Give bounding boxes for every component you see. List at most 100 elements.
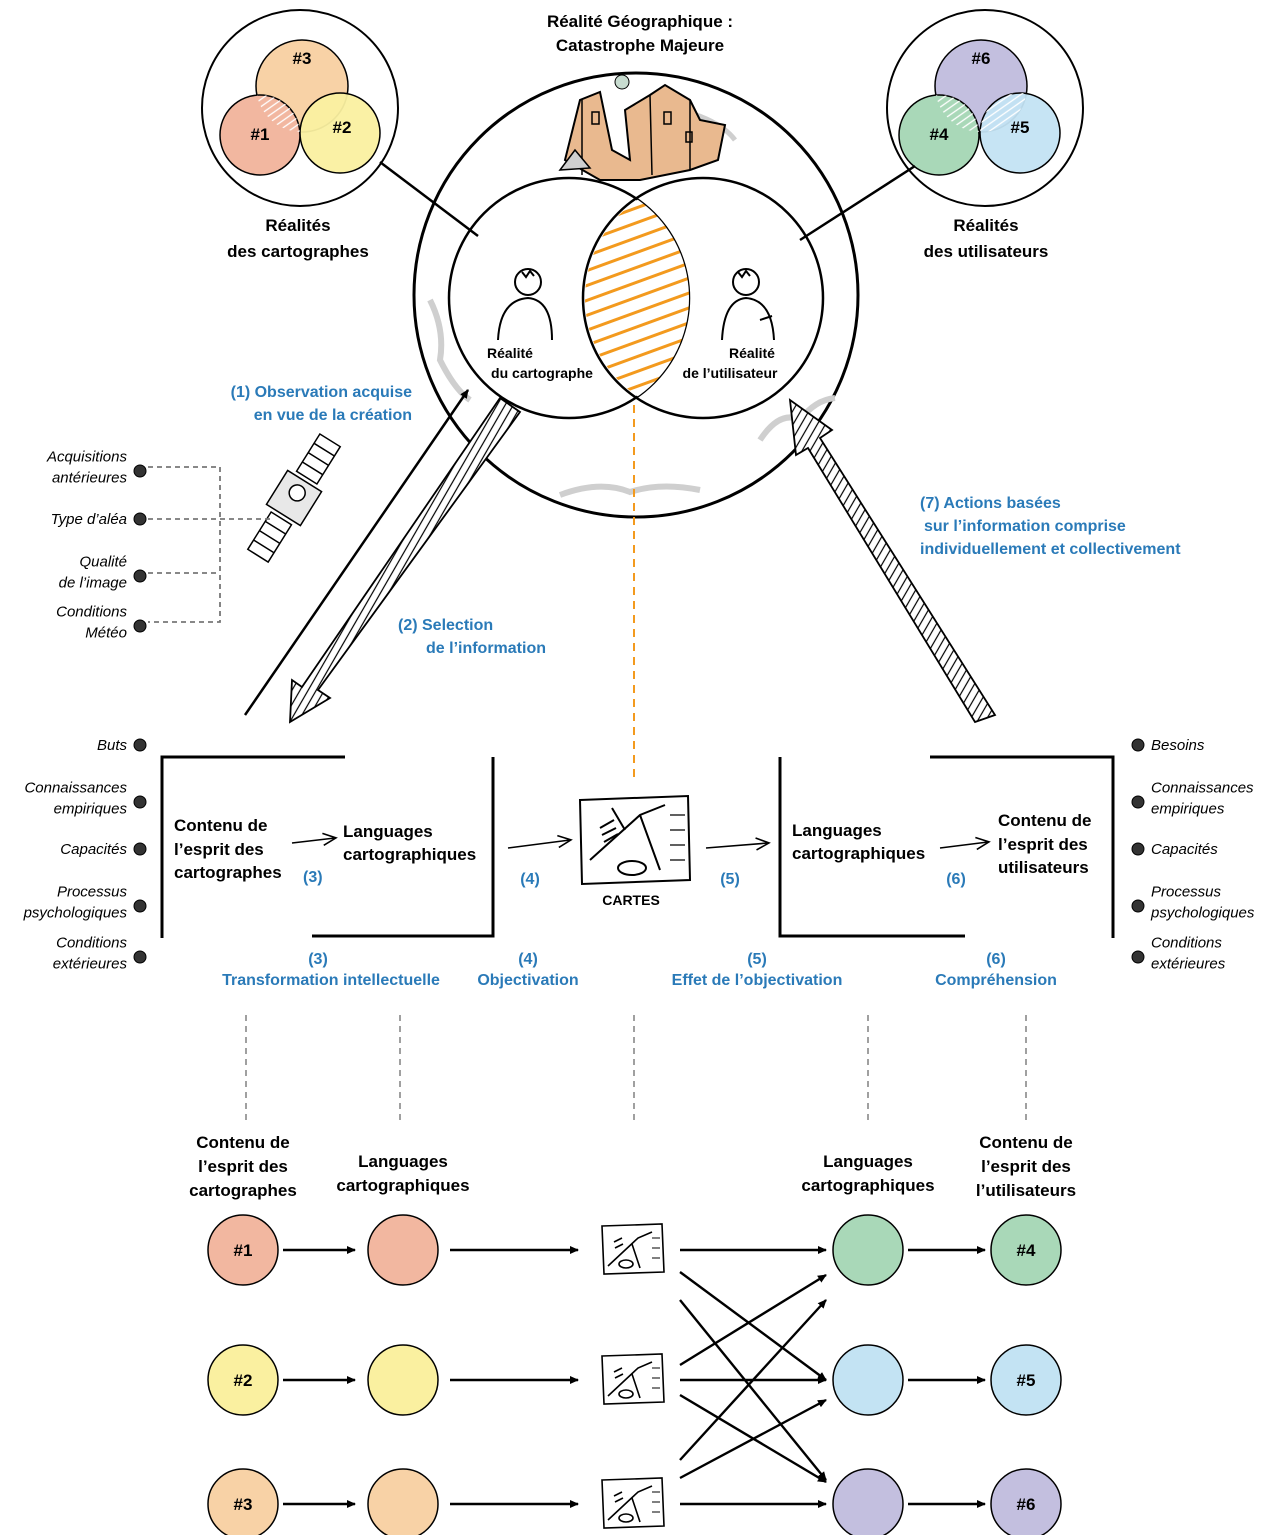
cross-arrow-2-1 [679,1273,827,1367]
user-language-bracket [778,757,965,938]
map-icon [601,1223,665,1275]
cross-arrow-3-1 [679,1299,827,1461]
satellite-factors-bracket [148,466,270,623]
carto-node-2-label: #2 [234,1371,253,1390]
user-factor-3-1: psychologiques [1150,905,1255,922]
map-icon [601,1353,665,1405]
satellite-icon [246,432,342,564]
factor-bullet-icon [133,619,147,633]
users-realities-label-1: Réalités [953,216,1018,235]
user-circle-4-label: #4 [930,125,949,144]
step2-label-2: de l’information [426,640,546,657]
geographic-reality-subtitle: Catastrophe Majeure [556,36,724,55]
step5-num: (5) [747,951,767,968]
user-node-5 [990,1344,1062,1416]
factor-bullet-icon [133,464,147,478]
maps-label: CARTES [602,892,660,908]
reality-user-label-1: Réalité [729,345,775,361]
ruined-building-icon [558,74,727,181]
step7-label-2: sur l’information comprise [924,518,1126,535]
user-circle-5-label: #5 [1011,118,1030,137]
user-node-6-label: #6 [1017,1495,1036,1514]
bottom-col5-label-3: l’utilisateurs [976,1181,1076,1200]
carto-node-3-label: #3 [234,1495,253,1514]
cartographer-factor-1-1: empiriques [54,801,128,818]
person-icon [721,268,775,341]
cartographer-mind-bracket [160,755,345,938]
cartographer-factor-1-0: Connaissances [24,780,127,797]
bottom-col5-label-1: Contenu de [979,1133,1073,1152]
user-factor-4-0: Conditions [1151,935,1222,952]
bottom-col1-label-2: l’esprit des [198,1157,288,1176]
user-factor-2-0: Capacités [1151,841,1218,858]
lang-left-label-2: cartographiques [343,845,476,864]
inline-step3: (3) [303,869,323,886]
carto-circle-2-label: #2 [333,118,352,137]
user-factor-1-1: empiriques [1151,801,1225,818]
bottom-col4-label-2: cartographiques [801,1176,934,1195]
user-node-4 [990,1214,1062,1286]
step3-label: Transformation intellectuelle [222,972,440,989]
step4-num: (4) [518,951,538,968]
carto-language-node-1 [367,1214,439,1286]
shared-reality-overlap [585,180,689,416]
step7-label-3: individuellement et collectivement [920,541,1181,558]
factor-bullet-icon [133,795,147,809]
cross-arrow-1-3 [679,1299,827,1481]
map-icon [578,794,692,886]
carto-circle-1-label: #1 [251,125,270,144]
satellite-factor-2-0: Qualité [79,554,127,571]
step1-label-1: (1) Observation acquise [231,384,412,401]
cartographer-factor-3-0: Processus [57,884,128,901]
observation-arrow [243,389,470,716]
carto-node-1 [207,1214,279,1286]
actions-arrow [788,398,997,724]
carto-node-3 [207,1468,279,1535]
user-mind-label-1: Contenu de [998,811,1092,830]
cartographer-factor-2-0: Capacités [60,841,127,858]
reality-user-label-2: de l’utilisateur [683,365,778,381]
user-factor-0-0: Besoins [1151,737,1205,754]
bottom-col1-label-3: cartographes [189,1181,297,1200]
reality-cartographer-label-2: du cartographe [491,365,593,381]
satellite-factor-0-1: antérieures [52,470,128,487]
factor-bullet-icon [1131,795,1145,809]
step6-num: (6) [986,951,1006,968]
satellite-factor-2-1: de l’image [59,575,127,592]
cross-arrow-1-2 [679,1271,827,1381]
carto-language-node-3 [367,1468,439,1535]
users-realities-label-2: des utilisateurs [924,242,1049,261]
user-factor-3-0: Processus [1151,884,1222,901]
factor-bullet-icon [133,569,147,583]
reality-cartographer-label-1: Réalité [487,345,533,361]
bottom-col4-label-1: Languages [823,1152,913,1171]
selection-arrow [289,396,522,724]
satellite-factor-3-1: Météo [85,625,127,642]
lang-right-label-2: cartographiques [792,844,925,863]
factor-bullet-icon [1131,738,1145,752]
step2-label-1: (2) Selection [398,617,493,634]
user-factor-1-0: Connaissances [1151,780,1254,797]
inline-step5: (5) [720,871,740,888]
factor-bullet-icon [133,738,147,752]
step4-label: Objectivation [477,972,578,989]
map-icon [601,1477,665,1529]
carto-mind-label-2: l’esprit des [174,840,264,859]
user-language-node-1 [832,1214,904,1286]
factor-bullet-icon [133,899,147,913]
user-node-4-label: #4 [1017,1241,1036,1260]
factor-bullet-icon [1131,899,1145,913]
bottom-col5-label-2: l’esprit des [981,1157,1071,1176]
step1-label-2: en vue de la création [254,407,412,424]
cartographic-language-bracket [312,757,495,938]
factor-bullet-icon [1131,842,1145,856]
user-language-node-2 [832,1344,904,1416]
cartographer-factor-0-0: Buts [97,737,128,754]
satellite-factor-1-0: Type d’aléa [51,511,127,528]
step7-label-1: (7) Actions basées [920,495,1061,512]
factor-bullet-icon [133,842,147,856]
carto-language-node-2 [367,1344,439,1416]
factor-bullet-icon [133,950,147,964]
cartographer-factor-4-0: Conditions [56,935,127,952]
factor-bullet-icon [133,512,147,526]
